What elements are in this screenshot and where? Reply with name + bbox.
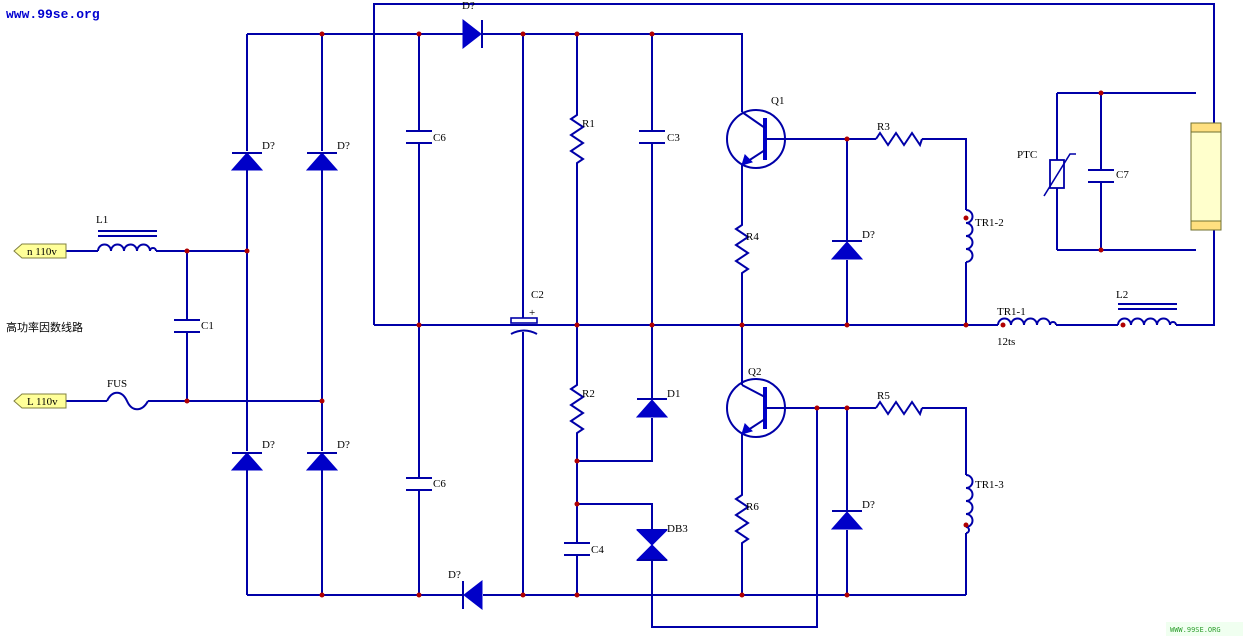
label-q2: Q2 [748, 366, 761, 378]
transistor-q2: Q2 [726, 366, 786, 438]
thermistor-ptc: PTC [1017, 149, 1076, 197]
junction-nodes [184, 31, 1104, 598]
label-r3: R3 [877, 121, 890, 133]
label-q1: Q1 [771, 95, 784, 107]
label-d-bridge-bl: D? [262, 439, 275, 451]
label-d-bridge-tl: D? [262, 140, 275, 152]
label-r2: R2 [582, 388, 595, 400]
diode-q1-clamp: D? [830, 229, 875, 260]
capacitor-c4: C4 [564, 542, 604, 556]
fluorescent-lamp [1190, 122, 1222, 231]
label-d1: D1 [667, 388, 680, 400]
transistor-q1: Q1 [726, 95, 786, 169]
watermark: WWW.99SE.ORG [1170, 626, 1221, 634]
label-r1: R1 [582, 118, 595, 130]
winding-tr1-3: TR1-3 [963, 474, 1004, 534]
port-l-label: L 110v [27, 396, 58, 408]
resistor-r2: R2 [569, 380, 595, 436]
label-c2: C2 [531, 289, 544, 301]
resistor-r5: R5 [875, 390, 923, 417]
label-l1: L1 [96, 214, 108, 226]
diode-bridge-br: D? [305, 439, 350, 471]
capacitor-c6-top: C6 [406, 130, 446, 144]
capacitor-c3: C3 [639, 130, 680, 144]
wires [66, 3, 1215, 628]
capacitor-c2: C2 + [510, 289, 544, 335]
label-tr1-3: TR1-3 [975, 479, 1004, 491]
label-fus: FUS [107, 378, 127, 390]
label-c6-top: C6 [433, 132, 446, 144]
diode-bottom: D? [448, 569, 483, 611]
diode-d1: D1 [635, 388, 680, 418]
diode-bridge-bl: D? [230, 439, 275, 471]
inductor-l1: L1 [96, 214, 157, 252]
winding-tr1-2: TR1-2 [963, 209, 1004, 263]
resistor-r6: R6 [734, 490, 759, 546]
label-l2: L2 [1116, 289, 1128, 301]
inductor-l2: L2 [1116, 289, 1177, 328]
diode-q2-clamp: D? [830, 499, 875, 530]
label-turns: 12ts [997, 336, 1015, 348]
label-d-bottom: D? [448, 569, 461, 581]
label-c3: C3 [667, 132, 680, 144]
label-c6-bottom: C6 [433, 478, 446, 490]
label-d-q1: D? [862, 229, 875, 241]
diode-bridge-tl: D? [230, 140, 275, 171]
diac-db3: DB3 [635, 523, 688, 561]
watermark-bg [1166, 622, 1243, 636]
label-d-bridge-tr: D? [337, 140, 350, 152]
label-r5: R5 [877, 390, 890, 402]
port-l-110v: L 110v [13, 393, 67, 409]
resistor-r3: R3 [875, 121, 923, 148]
label-c7: C7 [1116, 169, 1129, 181]
capacitor-c6-bottom: C6 [406, 477, 446, 491]
winding-tr1-1: TR1-1 12ts [997, 306, 1057, 348]
label-c1: C1 [201, 320, 214, 332]
port-n-110v: n 110v [13, 243, 67, 259]
resistor-r4: R4 [734, 220, 759, 276]
label-db3: DB3 [667, 523, 688, 535]
label-d-q2: D? [862, 499, 875, 511]
label-d-bridge-br: D? [337, 439, 350, 451]
label-ptc: PTC [1017, 149, 1037, 161]
label-tr1-2: TR1-2 [975, 217, 1004, 229]
label-c4: C4 [591, 544, 604, 556]
capacitor-c1: C1 [174, 319, 214, 333]
label-d-top: D? [462, 0, 475, 12]
port-n-label: n 110v [27, 246, 57, 258]
label-r4: R4 [746, 231, 759, 243]
fuse-fus: FUS [106, 378, 149, 411]
diode-bridge-tr: D? [305, 140, 350, 171]
capacitor-c7: C7 [1088, 169, 1129, 183]
diode-top: D? [462, 0, 483, 50]
c2-plus-icon: + [529, 307, 535, 319]
circuit-title: 高功率因数线路 [6, 320, 83, 334]
label-tr1-1: TR1-1 [997, 306, 1026, 318]
label-r6: R6 [746, 501, 759, 513]
resistor-r1: R1 [569, 110, 595, 168]
site-label: www.99se.org [6, 7, 100, 22]
